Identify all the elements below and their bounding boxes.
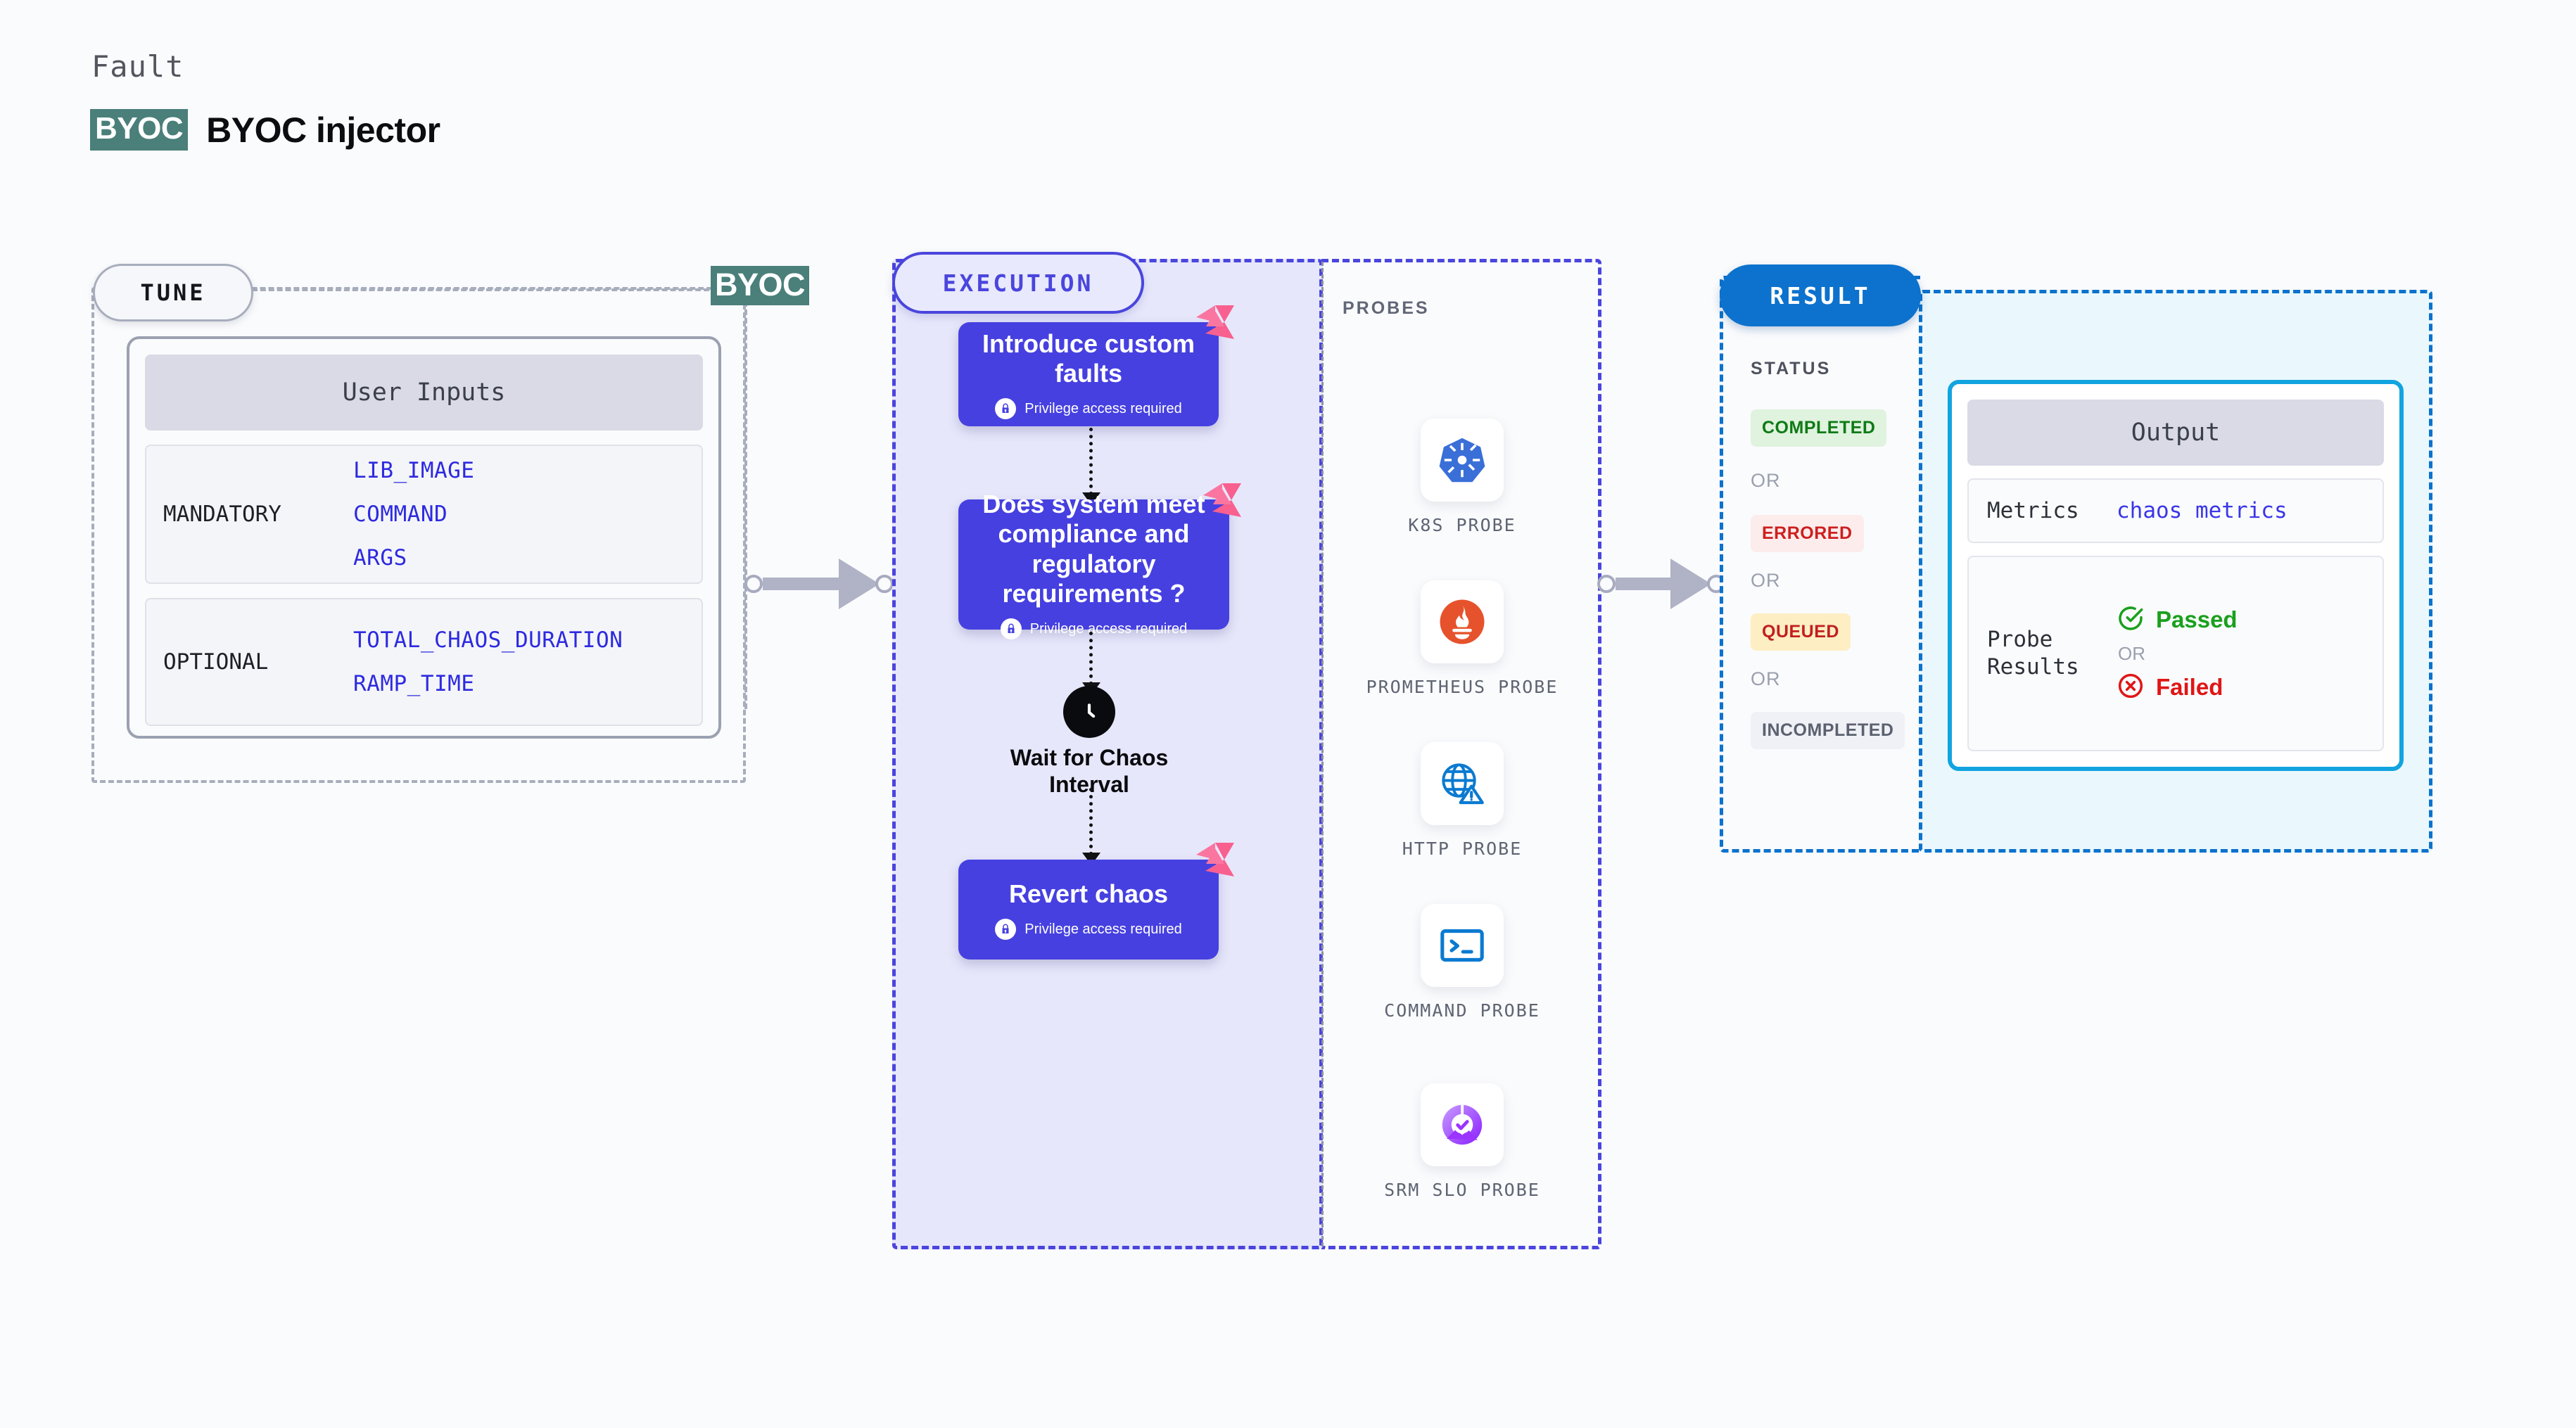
status-title: STATUS — [1751, 359, 1832, 378]
check-circle-icon — [2117, 604, 2145, 636]
input-param[interactable]: TOTAL_CHAOS_DURATION — [353, 627, 623, 653]
tune-pill[interactable]: TUNE — [93, 264, 253, 321]
terminal-icon — [1421, 904, 1504, 987]
probe-item-k8s[interactable]: K8S PROBE — [1357, 419, 1568, 537]
user-inputs-card: User Inputs MANDATORY LIB_IMAGE COMMAND … — [127, 336, 721, 739]
privilege-label: Privilege access required — [1029, 620, 1188, 637]
optional-inputs-group: OPTIONAL TOTAL_CHAOS_DURATION RAMP_TIME — [145, 598, 703, 726]
kubernetes-icon — [1421, 419, 1504, 502]
privilege-note: Privilege access required — [995, 398, 1182, 420]
optional-label: OPTIONAL — [163, 649, 269, 675]
execution-step-revert-chaos[interactable]: Revert chaos Privilege access required — [958, 860, 1219, 960]
mandatory-label: MANDATORY — [163, 502, 281, 527]
execution-step-introduce-faults[interactable]: Introduce custom faults Privilege access… — [958, 322, 1219, 426]
http-globe-icon — [1421, 742, 1504, 825]
failed-label: Failed — [2156, 674, 2223, 700]
step-title: Does system meet compliance and regulato… — [982, 489, 1205, 608]
close-circle-icon — [2117, 672, 2145, 703]
mandatory-inputs-group: MANDATORY LIB_IMAGE COMMAND ARGS — [145, 445, 703, 584]
output-card: Output Metrics chaos metrics Probe Resul… — [1948, 380, 2404, 771]
status-or-label: OR — [1751, 470, 1781, 491]
output-title: Output — [1967, 400, 2384, 466]
probe-results-key: Probe Results — [1987, 627, 2079, 680]
probe-label: K8S PROBE — [1408, 515, 1516, 535]
passed-label: Passed — [2156, 606, 2238, 632]
output-probe-results-row: Probe Results Passed OR — [1967, 556, 2384, 751]
flow-line — [1089, 428, 1093, 495]
connector-execution-to-result — [1597, 559, 1725, 609]
metrics-value[interactable]: chaos metrics — [2117, 498, 2288, 523]
input-param[interactable]: RAMP_TIME — [353, 671, 475, 696]
flow-line — [1089, 632, 1093, 685]
mandatory-values: LIB_IMAGE COMMAND ARGS — [353, 458, 474, 570]
execution-pill[interactable]: EXECUTION — [892, 252, 1144, 314]
connector-start-dot — [744, 575, 763, 593]
connector-arrowhead-icon — [839, 559, 880, 609]
wait-node-label: Wait for Chaos Interval — [1010, 745, 1169, 798]
probe-item-http[interactable]: HTTP PROBE — [1357, 742, 1568, 861]
prometheus-icon — [1421, 580, 1504, 663]
chaos-logo-icon — [1196, 305, 1234, 339]
chaos-logo-icon — [1196, 843, 1234, 876]
privilege-note: Privilege access required — [995, 919, 1182, 941]
optional-values: TOTAL_CHAOS_DURATION RAMP_TIME — [353, 627, 623, 696]
input-param[interactable]: COMMAND — [353, 502, 448, 527]
probe-label: COMMAND PROBE — [1384, 1000, 1540, 1021]
status-badge-queued: QUEUED — [1751, 613, 1851, 651]
connector-end-dot — [875, 575, 894, 593]
probe-label: HTTP PROBE — [1402, 839, 1523, 859]
page-eyebrow: Fault — [91, 49, 184, 84]
srm-slo-icon — [1421, 1083, 1504, 1166]
execution-step-compliance-check[interactable]: Does system meet compliance and regulato… — [958, 490, 1229, 640]
result-pill[interactable]: RESULT — [1720, 264, 1921, 326]
status-badge-incompleted: INCOMPLETED — [1751, 712, 1905, 749]
byoc-tag: BYOC — [711, 266, 810, 305]
user-inputs-title: User Inputs — [145, 355, 703, 431]
probe-item-command[interactable]: COMMAND PROBE — [1357, 904, 1568, 1023]
input-param[interactable]: LIB_IMAGE — [353, 458, 475, 483]
connector-tune-to-execution — [744, 559, 894, 609]
probes-title: PROBES — [1343, 298, 1430, 318]
page-title-row: BYOC BYOC injector — [90, 109, 440, 151]
probe-result-failed: Failed — [2117, 672, 2238, 703]
probe-label: PROMETHEUS PROBE — [1366, 677, 1559, 697]
lock-icon — [1000, 618, 1022, 640]
tune-byoc-tie-line — [252, 288, 709, 291]
output-metrics-row: Metrics chaos metrics — [1967, 478, 2384, 543]
step-title: Revert chaos — [1008, 879, 1169, 908]
status-badge-errored: ERRORED — [1751, 515, 1864, 552]
status-badge-completed: COMPLETED — [1751, 409, 1887, 447]
connector-arrowhead-icon — [1670, 559, 1711, 609]
probe-results-values: Passed OR Failed — [2117, 604, 2238, 703]
result-region — [1720, 276, 1920, 853]
probe-item-srm-slo[interactable]: SRM SLO PROBE — [1357, 1083, 1568, 1202]
lock-icon — [995, 919, 1017, 941]
execution-probes-divider — [1321, 262, 1324, 1247]
connector-line — [1616, 578, 1672, 590]
lock-icon — [995, 398, 1017, 420]
probe-item-prometheus[interactable]: PROMETHEUS PROBE — [1357, 580, 1568, 699]
connector-line — [763, 578, 840, 590]
clock-icon — [1063, 686, 1115, 738]
byoc-badge: BYOC — [90, 109, 189, 151]
probe-result-passed: Passed — [2117, 604, 2238, 636]
flow-line — [1089, 788, 1093, 855]
privilege-label: Privilege access required — [1024, 921, 1182, 937]
metrics-key: Metrics — [1987, 497, 2079, 523]
status-or-label: OR — [1751, 668, 1781, 689]
privilege-note: Privilege access required — [1000, 618, 1188, 640]
byoc-drop-line — [744, 301, 747, 709]
probe-label: SRM SLO PROBE — [1384, 1180, 1540, 1200]
probe-result-or-label: OR — [2118, 642, 2145, 664]
chaos-logo-icon — [1203, 483, 1241, 517]
privilege-label: Privilege access required — [1024, 400, 1182, 416]
connector-start-dot — [1597, 575, 1616, 593]
input-param[interactable]: ARGS — [353, 545, 407, 570]
page-title: BYOC injector — [206, 110, 440, 150]
step-title: Introduce custom faults — [982, 329, 1195, 388]
status-or-label: OR — [1751, 570, 1781, 591]
